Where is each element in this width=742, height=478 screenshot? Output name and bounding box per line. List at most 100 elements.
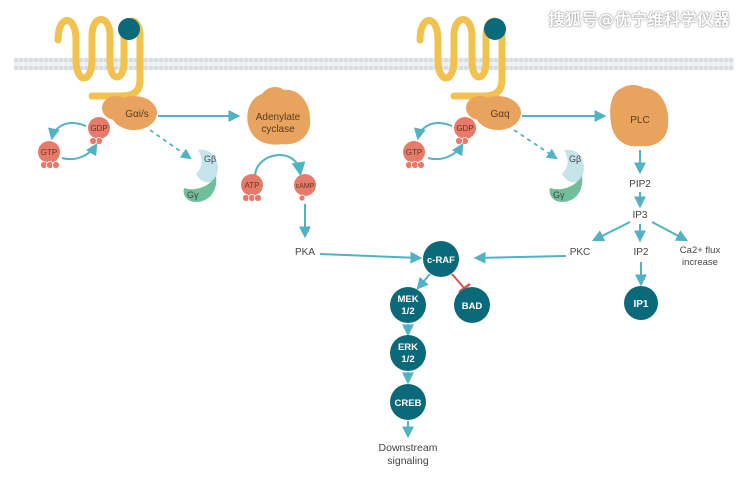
membrane-dot xyxy=(523,65,529,71)
membrane-dot xyxy=(83,57,89,63)
membrane-dot xyxy=(533,57,539,63)
membrane-dot xyxy=(203,57,209,63)
membrane-dot xyxy=(463,65,469,71)
membrane-dot xyxy=(518,57,524,63)
membrane-dot xyxy=(488,57,494,63)
left-gdp: GDP xyxy=(88,117,110,145)
membrane-dot xyxy=(508,57,514,63)
membrane-dot xyxy=(213,65,219,71)
membrane-dot xyxy=(488,65,494,71)
ip3-to-ca-arrow xyxy=(651,221,689,242)
membrane-dot xyxy=(658,65,664,71)
membrane-dot xyxy=(53,65,59,71)
mek-node: MEK 1/2 xyxy=(390,287,426,323)
membrane-dot xyxy=(408,65,414,71)
membrane-dot xyxy=(18,57,24,63)
membrane-dot xyxy=(218,57,224,63)
membrane-dot xyxy=(618,57,624,63)
membrane-dot xyxy=(13,57,19,63)
membrane-dot xyxy=(513,65,519,71)
left-g-beta-gamma: Gβ Gγ xyxy=(183,149,218,202)
membrane-dot xyxy=(158,57,164,63)
membrane-dot xyxy=(168,65,174,71)
membrane-dot xyxy=(148,57,154,63)
membrane-dot xyxy=(668,57,674,63)
membrane-dot xyxy=(203,65,209,71)
membrane-dot xyxy=(63,57,69,63)
membrane-dot xyxy=(78,57,84,63)
membrane-dot xyxy=(363,57,369,63)
membrane-dot xyxy=(153,65,159,71)
membrane-dot xyxy=(333,65,339,71)
membrane-dot xyxy=(413,65,419,71)
membrane-dot xyxy=(268,57,274,63)
membrane-dot xyxy=(208,57,214,63)
membrane-dot xyxy=(608,65,614,71)
membrane-dot xyxy=(328,65,334,71)
left-g-alpha-label: Gαi/s xyxy=(125,109,149,120)
membrane-dot xyxy=(653,65,659,71)
bad-node: BAD xyxy=(454,287,490,323)
right-g-alpha-to-beta-gamma-arrow xyxy=(513,129,558,160)
membrane-dot xyxy=(153,57,159,63)
membrane-dot xyxy=(288,57,294,63)
membrane-dot xyxy=(43,65,49,71)
left-gpcr-receptor xyxy=(54,16,144,100)
membrane-dot xyxy=(273,57,279,63)
membrane-dot xyxy=(698,65,704,71)
pka-to-craf-arrow xyxy=(319,251,423,264)
membrane-dot xyxy=(143,65,149,71)
membrane-dot xyxy=(373,57,379,63)
membrane-dot xyxy=(228,57,234,63)
left-gtp-to-gdp-arrow xyxy=(61,142,98,161)
cell-membrane xyxy=(13,57,734,71)
craf-label: c-RAF xyxy=(427,255,455,266)
membrane-dot xyxy=(98,65,104,71)
membrane-dot xyxy=(263,57,269,63)
membrane-dot xyxy=(228,65,234,71)
ip1-label: IP1 xyxy=(633,299,648,310)
membrane-dot xyxy=(413,57,419,63)
membrane-dot xyxy=(173,57,179,63)
membrane-dot xyxy=(238,65,244,71)
membrane-dot xyxy=(593,65,599,71)
camp: cAMP xyxy=(294,174,316,202)
membrane-dot xyxy=(663,65,669,71)
membrane-dot xyxy=(583,65,589,71)
membrane-dot xyxy=(693,57,699,63)
membrane-dot xyxy=(518,65,524,71)
membrane-dot xyxy=(648,57,654,63)
membrane-dot xyxy=(68,65,74,71)
membrane-dot xyxy=(353,65,359,71)
membrane-dot xyxy=(243,65,249,71)
right-g-gamma-label: Gγ xyxy=(553,190,565,200)
membrane-dot xyxy=(493,65,499,71)
membrane-dot xyxy=(548,65,554,71)
membrane-dot xyxy=(638,57,644,63)
bad-label: BAD xyxy=(462,301,483,312)
membrane-dot xyxy=(293,65,299,71)
membrane-dot xyxy=(578,65,584,71)
membrane-dot xyxy=(368,65,374,71)
membrane-dot xyxy=(183,57,189,63)
membrane-dot xyxy=(223,65,229,71)
membrane-dot xyxy=(668,65,674,71)
membrane-dot xyxy=(293,57,299,63)
erk-label-2: 1/2 xyxy=(401,354,414,365)
membrane-dot xyxy=(663,57,669,63)
membrane-dot xyxy=(58,65,64,71)
membrane-dot xyxy=(318,57,324,63)
right-gtp-label: GTP xyxy=(406,148,422,157)
membrane-dot xyxy=(673,57,679,63)
membrane-dot xyxy=(643,57,649,63)
erk-label-1: ERK xyxy=(398,342,418,353)
membrane-dot xyxy=(178,65,184,71)
right-ligand xyxy=(484,18,506,40)
membrane-dot xyxy=(258,57,264,63)
membrane-dot xyxy=(173,65,179,71)
right-g-beta-label: Gβ xyxy=(569,154,581,164)
membrane-dot xyxy=(98,57,104,63)
membrane-dot xyxy=(703,57,709,63)
membrane-dot xyxy=(718,65,724,71)
